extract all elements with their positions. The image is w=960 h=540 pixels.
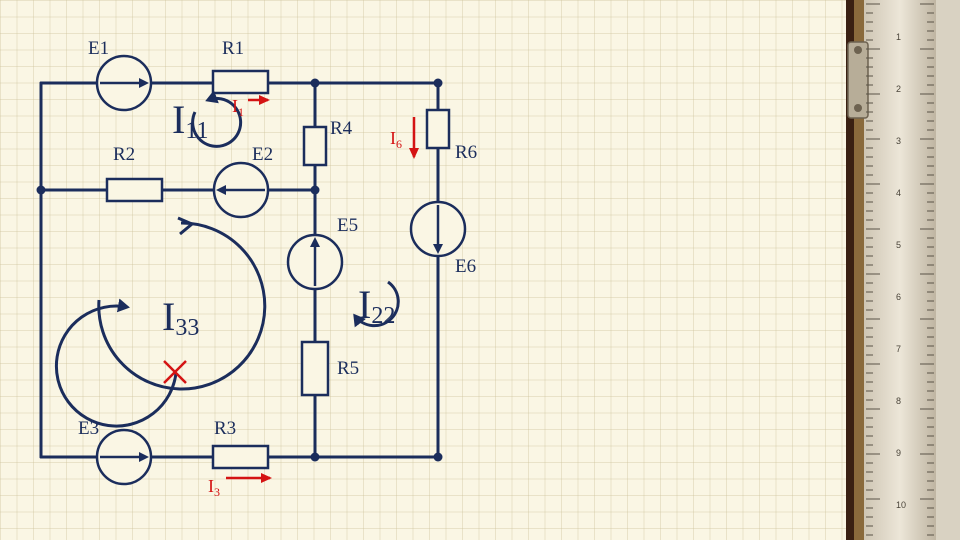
wires (39, 81, 440, 459)
label-current-i6: I6 (390, 128, 402, 151)
node-bottom-center (310, 452, 320, 462)
ruler-digit: 4 (896, 188, 901, 198)
loop-arrow-i33-outer-head (177, 216, 195, 236)
label-e3: E3 (78, 418, 99, 439)
label-e6: E6 (455, 256, 476, 277)
ruler-screw-bottom (854, 104, 862, 112)
loop-arrow-i22 (353, 280, 400, 328)
ruler-ticks (866, 3, 934, 536)
label-e5: E5 (337, 215, 358, 236)
label-current-i1: I1 (232, 96, 244, 119)
label-loop-i11: I11 (172, 97, 208, 144)
circuit-diagram: E1 R1 R2 E2 R4 R6 E5 E6 R5 E3 R3 I11 I22… (36, 38, 477, 499)
ruler-side (936, 0, 960, 540)
loop-arrow-i11 (191, 90, 243, 148)
ruler-wood-left (846, 0, 854, 540)
source-e1 (95, 54, 153, 112)
source-e3 (95, 428, 153, 486)
ruler-scale (864, 0, 936, 540)
label-r5: R5 (337, 358, 359, 379)
ruler-decoration: 1 2 3 4 5 6 7 8 9 10 (846, 0, 960, 540)
nodes (36, 78, 443, 462)
node-bottom-right (433, 452, 443, 462)
source-e2 (212, 161, 270, 219)
label-loop-i22: I22 (358, 282, 395, 329)
label-e2: E2 (252, 144, 273, 165)
ruler-digit: 8 (896, 396, 901, 406)
ruler-digit: 2 (896, 84, 901, 94)
source-e6 (409, 200, 467, 258)
label-loop-i33: I33 (162, 294, 199, 341)
ruler-wood-edge (854, 0, 864, 540)
label-r2: R2 (113, 144, 135, 165)
node-mid-left (36, 185, 46, 195)
source-e5 (286, 233, 344, 291)
label-current-i3: I3 (208, 476, 220, 499)
resistor-r2 (105, 177, 164, 203)
resistor-r1 (211, 69, 270, 95)
resistor-r5 (300, 340, 330, 397)
ruler-digit: 1 (896, 32, 901, 42)
label-e1: E1 (88, 38, 109, 59)
resistor-r4 (302, 125, 328, 167)
cross-mark (163, 360, 187, 384)
ruler-clamp (847, 41, 869, 119)
label-r1: R1 (222, 38, 244, 59)
node-top-right (433, 78, 443, 88)
loop-arrow-i33-outer (97, 221, 267, 391)
node-top-center (310, 78, 320, 88)
node-mid-center (310, 185, 320, 195)
label-r6: R6 (455, 142, 477, 163)
ruler-digit: 9 (896, 448, 901, 458)
resistor-r6 (425, 108, 451, 150)
ruler-digit: 3 (896, 136, 901, 146)
ruler-screw-top (854, 46, 862, 54)
loop-arrow-i33-inner (54, 298, 178, 428)
resistor-r3 (211, 444, 270, 470)
ruler-digit: 6 (896, 292, 901, 302)
ruler-digits: 1 2 3 4 5 6 7 8 9 10 (896, 32, 906, 510)
ruler-digit: 10 (896, 500, 906, 510)
label-r4: R4 (330, 118, 353, 139)
ruler-digit: 5 (896, 240, 901, 250)
label-r3: R3 (214, 418, 236, 439)
ruler-digit: 7 (896, 344, 901, 354)
